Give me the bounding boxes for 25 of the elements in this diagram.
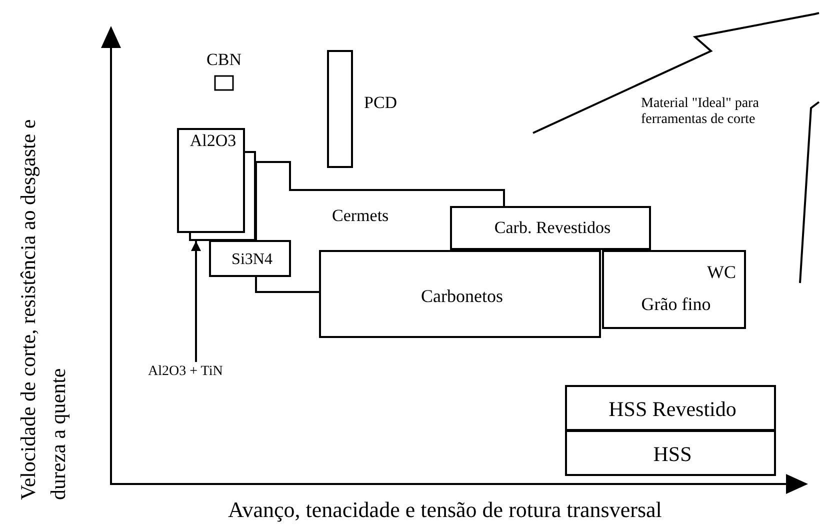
- axis-title: Velocidade de corte, resistência ao desgaste e dureza a quente: [15, 118, 71, 500]
- material-box: [450, 206, 651, 250]
- arrow: [191, 241, 201, 362]
- material-label: Si3N4: [232, 251, 272, 270]
- material-box: [319, 250, 601, 338]
- annotation-text: Al2O3 + TiN: [148, 364, 223, 380]
- material-bar: [327, 50, 353, 168]
- material-label: HSS Revestido: [608, 397, 736, 422]
- axis-title: Avanço, tenacidade e tensão de rotura transversal: [228, 497, 662, 523]
- material-box: [190, 152, 256, 241]
- material-box: [177, 128, 245, 233]
- material-label: PCD: [364, 93, 398, 113]
- material-box: [602, 250, 746, 329]
- material-box: [565, 430, 776, 476]
- material-label: Carb. Revestidos: [494, 218, 611, 238]
- annotation-text: Material "Ideal" para ferramentas de corte: [641, 96, 760, 128]
- material-label: Al2O3: [190, 131, 236, 151]
- material-label: Cermets: [332, 206, 389, 226]
- material-label: CBN: [206, 50, 242, 70]
- material-box: [565, 385, 776, 431]
- material-label: WC: [707, 262, 736, 283]
- material-label: Grão fino: [641, 294, 711, 315]
- material-label: HSS: [653, 442, 692, 466]
- material-box: [209, 240, 291, 277]
- material-label: Carbonetos: [421, 286, 503, 307]
